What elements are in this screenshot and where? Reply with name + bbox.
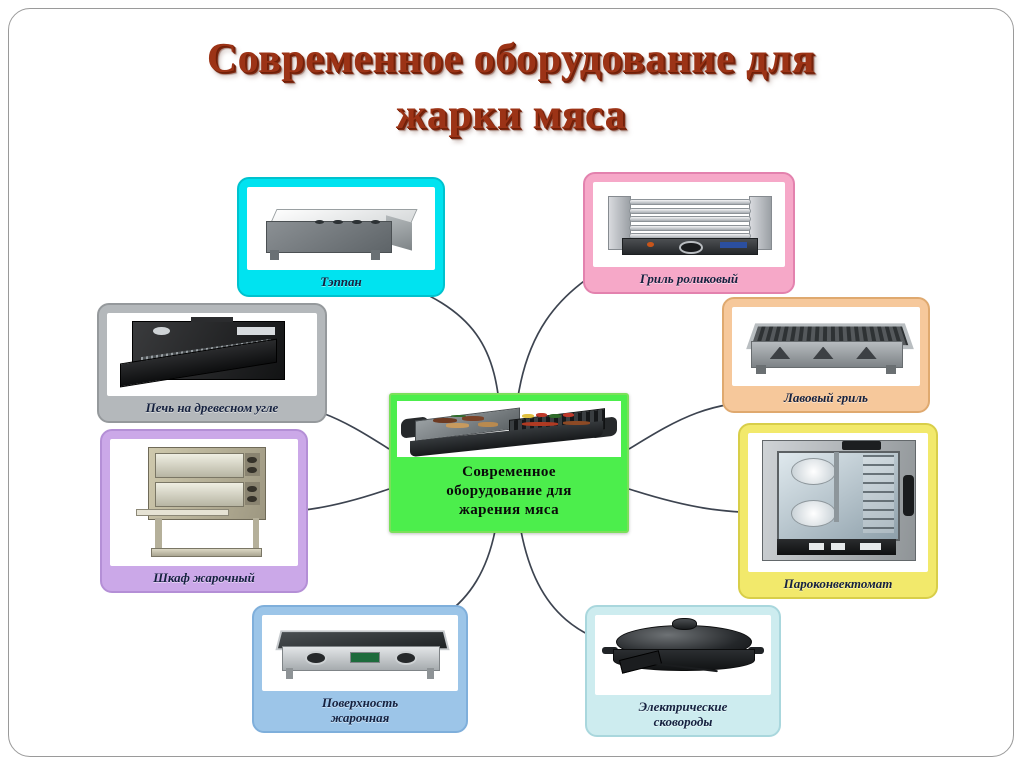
- node-electric-pans[interactable]: Электрические сковороды: [585, 605, 781, 737]
- node-label-electric-pans: Электрические сковороды: [638, 699, 728, 729]
- electric-frying-pan-photo: [595, 615, 771, 695]
- node-baking-cabinet[interactable]: Шкаф жарочный: [100, 429, 308, 593]
- roller-grill-photo: [593, 182, 785, 267]
- node-label-combi-steamer: Пароконвектомат: [783, 576, 893, 591]
- baking-cabinet-oven-photo: [110, 439, 298, 566]
- slide-canvas: Современное оборудование для жарки мяса: [8, 8, 1014, 757]
- charcoal-oven-photo: [107, 313, 317, 396]
- node-label-roller-grill: Гриль роликовый: [639, 271, 739, 286]
- flat-top-griddle-photo: [262, 615, 458, 691]
- node-teppan[interactable]: Тэппан: [237, 177, 445, 297]
- node-label-lava-grill: Лавовый гриль: [783, 390, 868, 405]
- node-griddle-surface[interactable]: Поверхность жарочная: [252, 605, 468, 733]
- teppanyaki-griddle-photo: [247, 187, 435, 270]
- center-node-label: Современное оборудование для жарения мяс…: [446, 464, 572, 518]
- node-label-charcoal-oven: Печь на древесном угле: [145, 400, 279, 415]
- node-combi-steamer[interactable]: Пароконвектомат: [738, 423, 938, 599]
- page-title: Современное оборудование для жарки мяса: [206, 36, 816, 138]
- combi-steamer-oven-photo: [748, 433, 928, 572]
- node-lava-grill[interactable]: Лавовый гриль: [722, 297, 930, 413]
- node-charcoal-oven[interactable]: Печь на древесном угле: [97, 303, 327, 423]
- node-roller-grill[interactable]: Гриль роликовый: [583, 172, 795, 294]
- table-grill-raclette-photo: [397, 401, 621, 457]
- node-label-griddle-surface: Поверхность жарочная: [321, 695, 399, 725]
- lava-grill-photo: [732, 307, 920, 386]
- center-node-modern-meat-frying-equipment[interactable]: Современное оборудование для жарения мяс…: [389, 393, 629, 533]
- node-label-baking-cabinet: Шкаф жарочный: [153, 570, 255, 585]
- node-label-teppan: Тэппан: [320, 274, 362, 289]
